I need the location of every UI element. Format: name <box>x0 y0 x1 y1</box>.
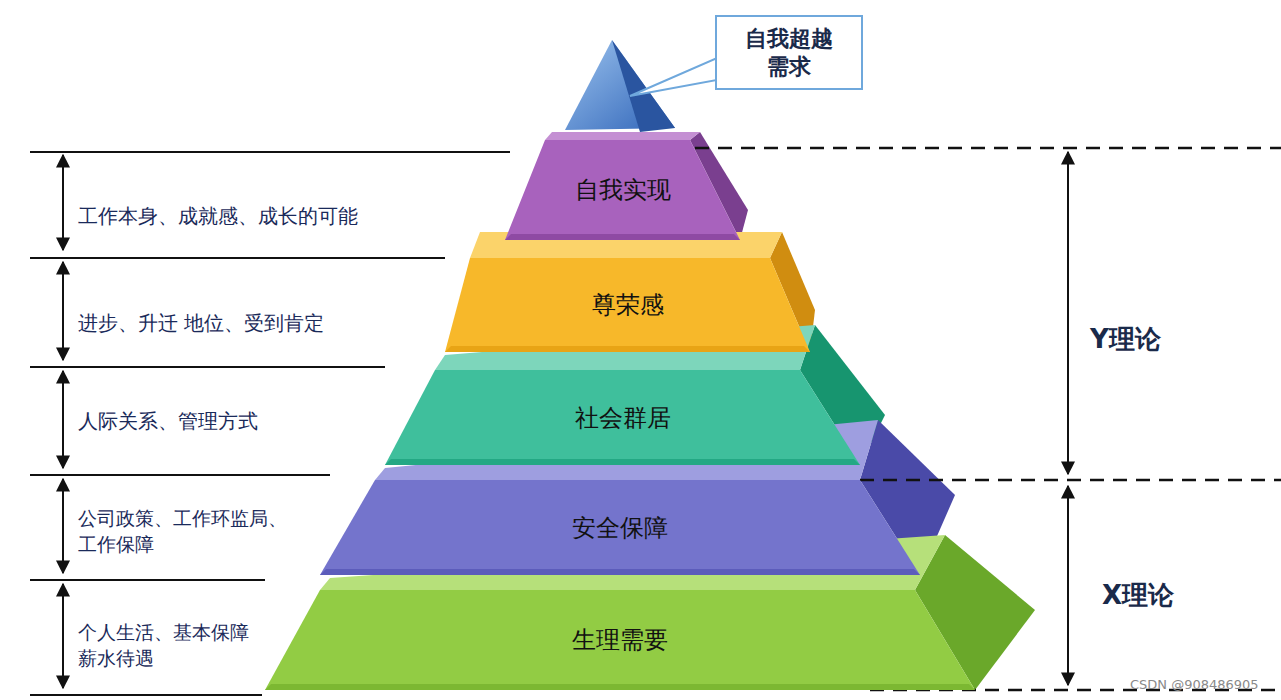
watermark: CSDN @908486905 <box>1130 676 1259 694</box>
factor-label: 人际关系、管理方式 <box>78 408 258 435</box>
factor-label: 进步、升迁 地位、受到肯定 <box>78 310 324 337</box>
need-label: 生理需要 <box>530 625 710 655</box>
callout-pointer <box>630 58 717 96</box>
need-label: 自我实现 <box>533 175 713 205</box>
need-band: 安全保障 <box>320 480 920 575</box>
callout-box: 自我超越 需求 <box>715 15 863 90</box>
need-label: 安全保障 <box>530 513 710 543</box>
factor-label: 公司政策、工作环监局、 工作保障 <box>78 506 318 557</box>
need-label: 社会群居 <box>533 403 713 433</box>
factor-label: 工作本身、成就感、成长的可能 <box>78 203 358 230</box>
band-top <box>470 232 782 258</box>
theory-arrows <box>1067 152 1069 685</box>
theory-label: X理论 <box>1102 578 1174 613</box>
need-label: 尊荣感 <box>538 290 718 320</box>
theory-label: Y理论 <box>1090 322 1161 357</box>
band-top <box>545 132 700 140</box>
callout-text: 自我超越 需求 <box>739 25 839 80</box>
need-band: 自我实现 <box>505 140 740 240</box>
need-band: 生理需要 <box>265 590 975 690</box>
need-band: 尊荣感 <box>445 258 810 352</box>
factor-label: 个人生活、基本保障 薪水待遇 <box>78 620 278 671</box>
need-band: 社会群居 <box>385 370 860 465</box>
